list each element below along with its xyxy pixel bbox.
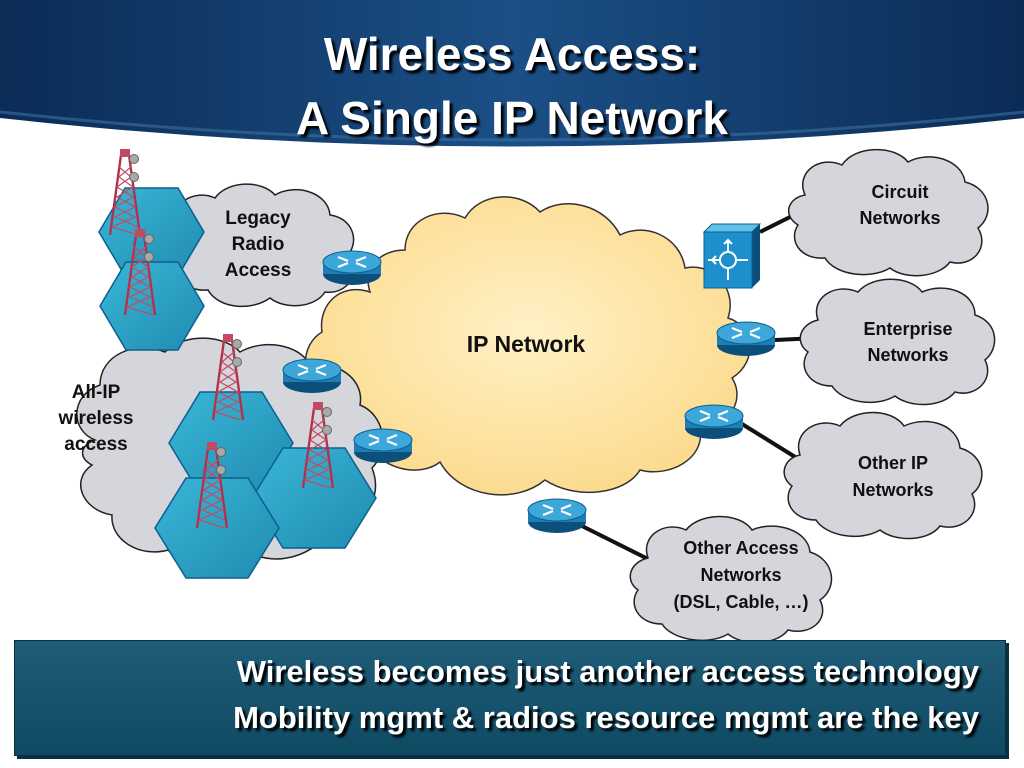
- footer-band: Wireless becomes just another access tec…: [14, 640, 1006, 756]
- all-ip-label-line-1: All-IP: [72, 382, 121, 403]
- enterprise-networks-cloud: [799, 278, 996, 406]
- legacy-label-line-3: Access: [225, 260, 292, 281]
- footer-line-2: Mobility mgmt & radios resource mgmt are…: [233, 700, 979, 735]
- circuit-networks-cloud: [787, 148, 989, 277]
- footer-line-1: Wireless becomes just another access tec…: [236, 654, 979, 689]
- all-ip-label-line-3: access: [64, 434, 127, 455]
- router-icon-all-ip-upper: [281, 357, 343, 395]
- legacy-label-line-1: Legacy: [225, 208, 291, 229]
- other-ip-label-line-1: Other IP: [858, 453, 928, 473]
- other-access-label-line-3: (DSL, Cable, …): [673, 592, 808, 612]
- other-access-networks-cloud: [629, 515, 833, 644]
- legacy-label-line-2: Radio: [232, 234, 285, 255]
- slide-title-line-1: Wireless Access:: [323, 28, 701, 80]
- router-icon-all-ip-lower: [352, 427, 414, 465]
- enterprise-label-line-1: Enterprise: [863, 319, 952, 339]
- router-icon-other-ip: [683, 403, 745, 441]
- circuit-label-line-2: Networks: [859, 208, 940, 228]
- circuit-gateway-switch-icon: [702, 223, 762, 289]
- all-ip-label-line-2: wireless: [58, 408, 134, 429]
- circuit-label-line-1: Circuit: [871, 182, 928, 202]
- other-access-label-line-1: Other Access: [683, 538, 798, 558]
- other-access-label-line-2: Networks: [700, 565, 781, 585]
- all-ip-cell-bottom: [154, 477, 280, 579]
- other-ip-networks-cloud: [783, 411, 983, 540]
- router-icon-enterprise: [715, 320, 777, 358]
- slide-title-line-2: A Single IP Network: [296, 92, 728, 144]
- header-band: [0, 0, 1024, 160]
- ip-network-label: IP Network: [467, 331, 586, 357]
- other-ip-label-line-2: Networks: [852, 480, 933, 500]
- enterprise-label-line-2: Networks: [867, 345, 948, 365]
- router-icon-legacy: [321, 249, 383, 287]
- router-icon-other-access: [526, 497, 588, 535]
